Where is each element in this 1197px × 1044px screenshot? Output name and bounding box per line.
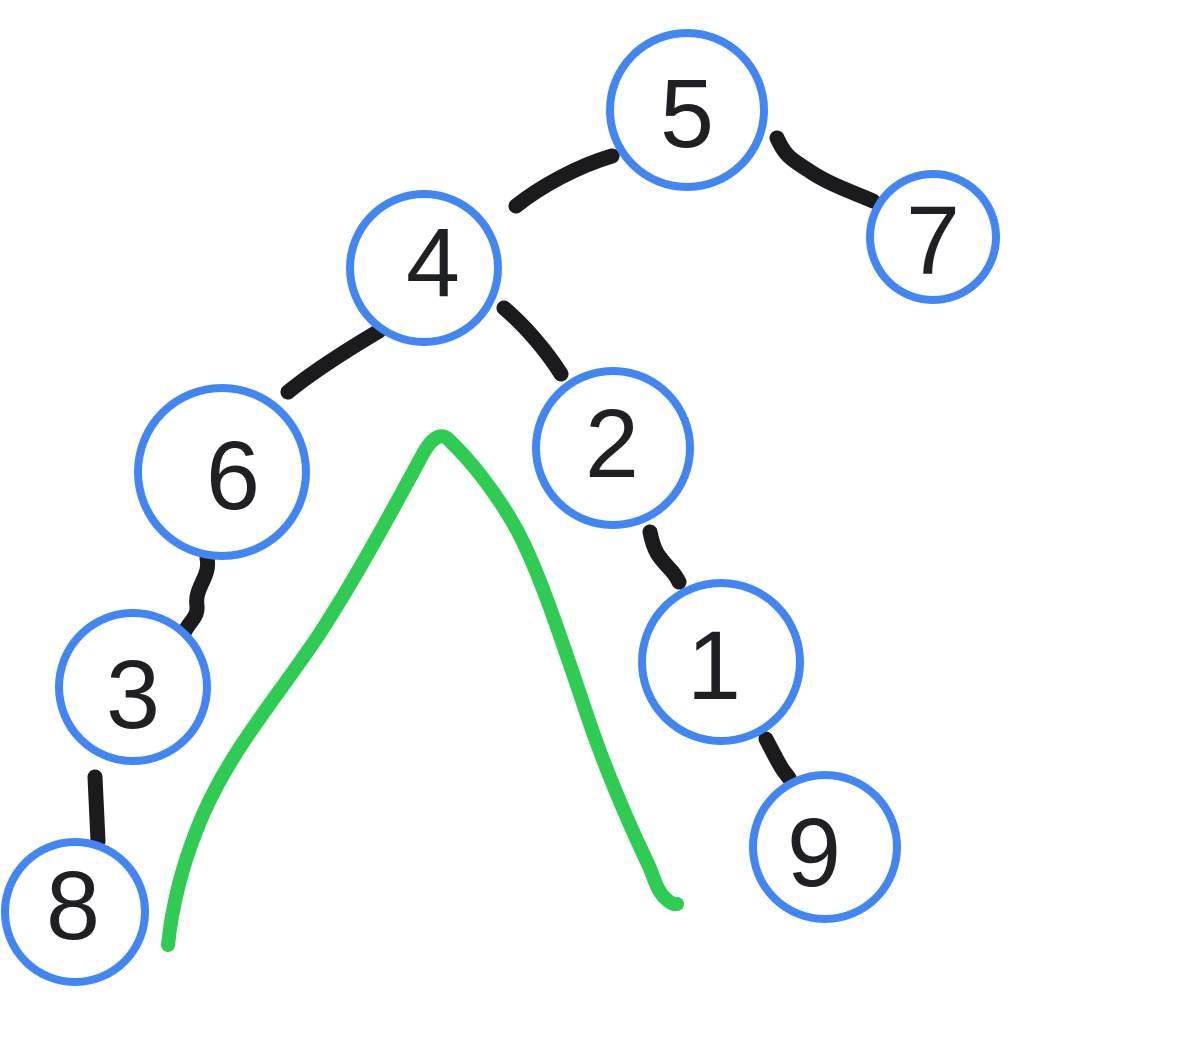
node-label-7: 7 xyxy=(906,186,960,295)
node-label-8: 8 xyxy=(46,851,100,960)
tree-edge-5-7 xyxy=(769,130,881,209)
node-circle-5[interactable] xyxy=(606,29,768,191)
tree-node-5[interactable]: 5 xyxy=(606,29,768,191)
node-circle-4[interactable] xyxy=(346,190,502,346)
tree-edge-3-8 xyxy=(87,769,106,849)
tree-edge-6-3 xyxy=(177,550,216,639)
node-circle-8[interactable] xyxy=(1,838,149,986)
green-peak-stroke xyxy=(161,429,684,952)
tree-node-7[interactable]: 7 xyxy=(866,170,1000,304)
node-circle-2[interactable] xyxy=(532,367,694,529)
node-circle-9[interactable] xyxy=(749,771,901,923)
node-label-5: 5 xyxy=(660,59,714,168)
tree-edge-2-1 xyxy=(642,524,687,590)
tree-edge-4-2 xyxy=(496,300,569,382)
tree-node-1[interactable]: 1 xyxy=(638,579,804,745)
node-label-2: 2 xyxy=(585,389,639,498)
node-circle-3[interactable] xyxy=(55,609,211,765)
node-label-3: 3 xyxy=(106,640,160,749)
node-label-6: 6 xyxy=(206,421,260,530)
tree-node-8[interactable]: 8 xyxy=(1,838,149,986)
tree-edges-layer xyxy=(87,130,881,849)
node-circle-6[interactable] xyxy=(134,384,310,560)
annotation-layer xyxy=(161,429,684,952)
tree-node-6[interactable]: 6 xyxy=(134,384,310,560)
node-label-4: 4 xyxy=(406,208,460,317)
tree-node-2[interactable]: 2 xyxy=(532,367,694,529)
node-circle-7[interactable] xyxy=(866,170,1000,304)
node-label-9: 9 xyxy=(787,798,841,907)
node-circle-1[interactable] xyxy=(638,579,804,745)
tree-node-3[interactable]: 3 xyxy=(55,609,211,765)
tree-node-9[interactable]: 9 xyxy=(749,771,901,923)
tree-node-4[interactable]: 4 xyxy=(346,190,502,346)
tree-edge-4-6 xyxy=(280,323,387,400)
tree-edge-5-4 xyxy=(508,148,620,214)
tree-nodes-layer: 5 7 4 6 2 3 19 8 xyxy=(1,29,1000,986)
node-label-1: 1 xyxy=(687,611,741,720)
tree-edge-1-9 xyxy=(758,731,797,786)
